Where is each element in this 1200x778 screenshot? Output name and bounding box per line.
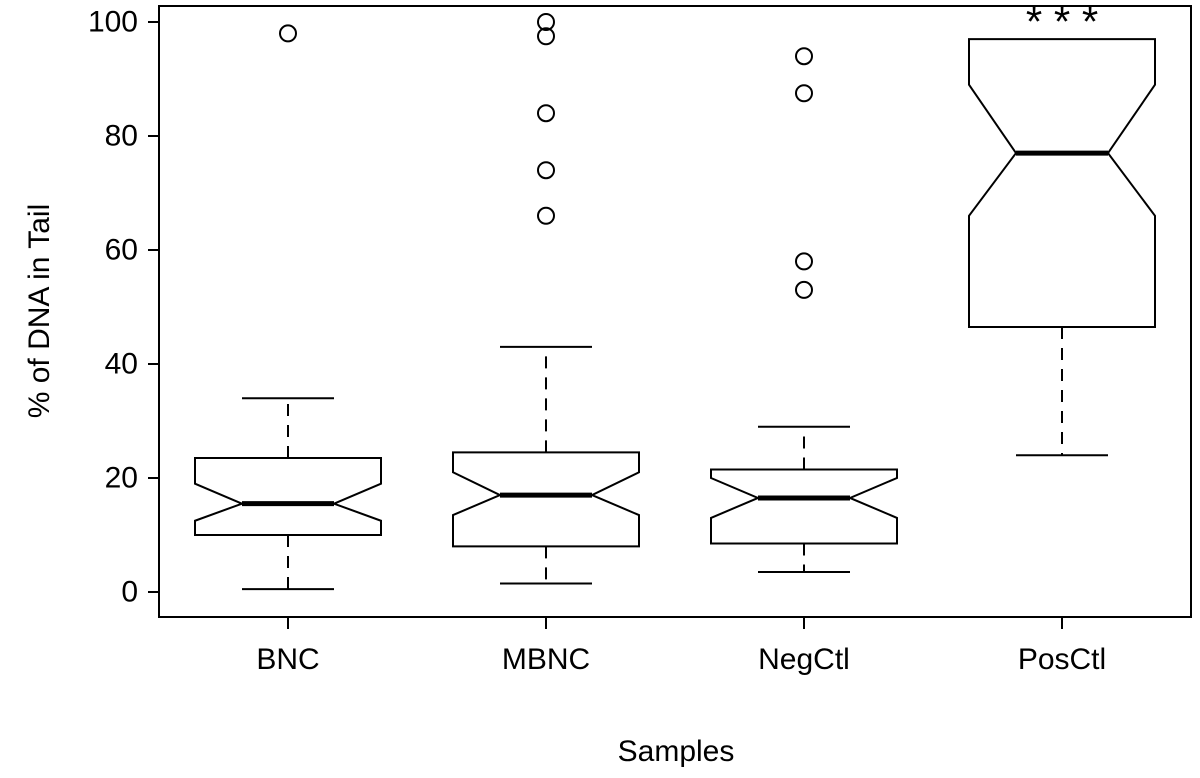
outlier-point-NegCtl — [795, 252, 813, 271]
outlier-point-MBNC — [537, 206, 555, 225]
outlier-point-NegCtl — [795, 280, 813, 299]
notched-box-MBNC — [452, 451, 640, 548]
x-category-label-BNC: BNC — [256, 643, 319, 676]
outlier-point-MBNC — [537, 13, 555, 31]
outlier-point-MBNC — [537, 161, 555, 180]
y-axis-label: % of DNA in Tail — [23, 203, 56, 419]
x-category-label-PosCtl: PosCtl — [1018, 643, 1106, 676]
y-tick-label: 60 — [105, 234, 138, 267]
x-category-label-MBNC: MBNC — [502, 643, 590, 676]
outlier-point-NegCtl — [795, 84, 813, 103]
y-tick-label: 40 — [105, 348, 138, 381]
notched-box-PosCtl — [968, 38, 1156, 328]
outlier-point-MBNC — [537, 27, 555, 46]
x-category-label-NegCtl: NegCtl — [758, 643, 850, 676]
notched-box-NegCtl — [710, 468, 898, 545]
plot-border — [158, 5, 1192, 618]
y-tick-label: 20 — [105, 462, 138, 495]
outlier-point-MBNC — [537, 104, 555, 123]
y-tick-label: 100 — [88, 6, 138, 39]
notched-box-BNC — [194, 457, 382, 536]
y-tick-label: 80 — [105, 120, 138, 153]
outlier-point-BNC — [279, 24, 297, 43]
outlier-point-NegCtl — [795, 47, 813, 66]
x-axis-label: Samples — [617, 735, 735, 768]
y-tick-label: 0 — [121, 576, 138, 609]
significance-stars-PosCtl: * * * — [1026, 0, 1098, 45]
